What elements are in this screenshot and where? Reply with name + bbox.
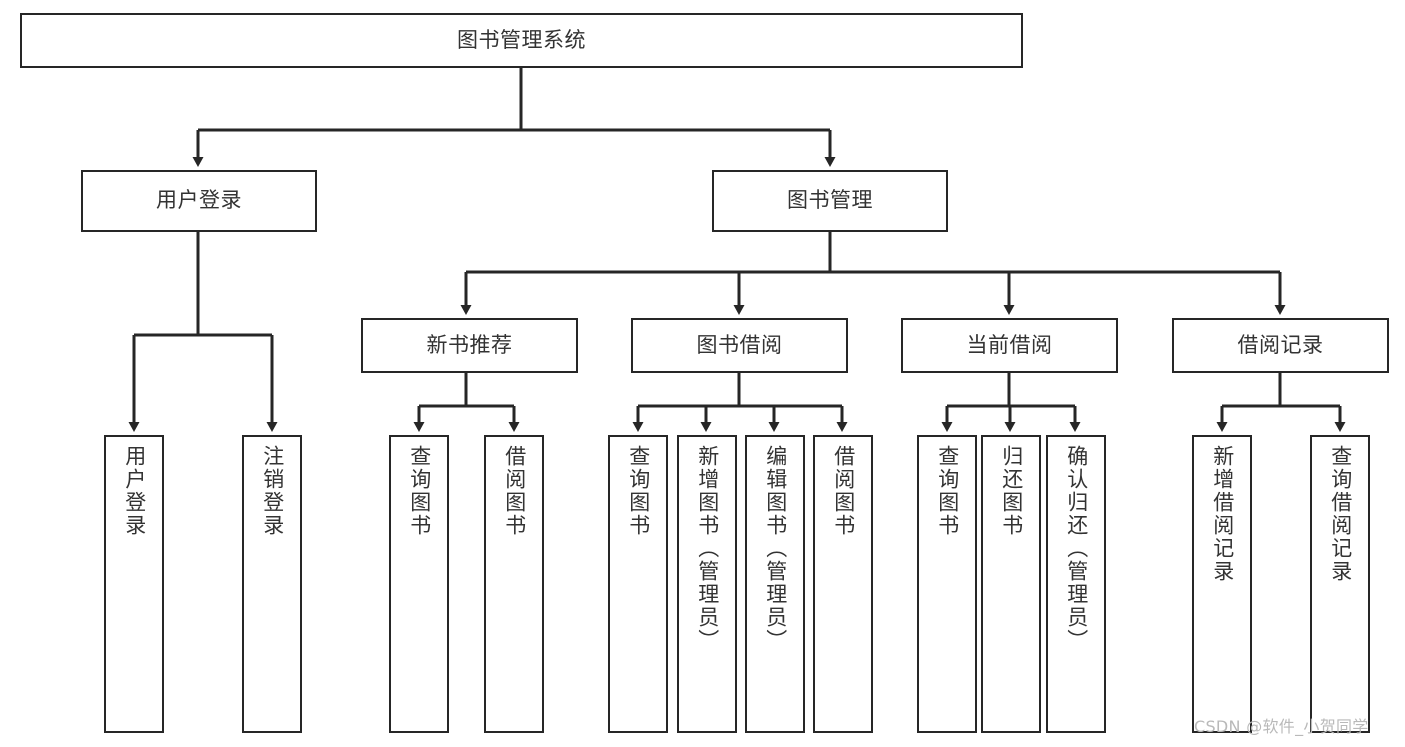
leaf-query-book-2[interactable]: 查询图书 [608,435,668,733]
node-new-book-recommend[interactable]: 新书推荐 [361,318,578,373]
leaf-add-borrow-record[interactable]: 新增借阅记录 [1192,435,1252,733]
leaf-logout-login[interactable]: 注销登录 [242,435,302,733]
leaf-borrow-book-1[interactable]: 借阅图书 [484,435,544,733]
node-label: 当前借阅 [966,332,1053,357]
node-user-login[interactable]: 用户登录 [81,170,317,232]
node-label: 借阅图书 [831,445,856,537]
node-label: 借阅图书 [502,445,527,537]
leaf-user-login[interactable]: 用户登录 [104,435,164,733]
node-book-manage[interactable]: 图书管理 [712,170,948,232]
leaf-edit-book-admin[interactable]: 编辑图书（管理员） [745,435,805,733]
node-label: 图书管理 [787,188,873,213]
csdn-watermark: CSDN @软件_小贺同学 [1194,717,1369,736]
node-label: 查询借阅记录 [1328,445,1353,583]
node-label: 查询图书 [626,445,651,537]
node-label: 确认归还（管理员） [1064,445,1089,652]
node-label: 新书推荐 [426,332,513,357]
node-label: 新增图书（管理员） [695,445,720,652]
leaf-confirm-return-admin[interactable]: 确认归还（管理员） [1046,435,1106,733]
node-label: 用户登录 [122,445,147,537]
node-book-borrow[interactable]: 图书借阅 [631,318,848,373]
node-root-system[interactable]: 图书管理系统 [20,13,1023,68]
leaf-query-book-3[interactable]: 查询图书 [917,435,977,733]
node-label: 查询图书 [407,445,432,537]
node-borrow-record[interactable]: 借阅记录 [1172,318,1389,373]
node-current-borrow[interactable]: 当前借阅 [901,318,1118,373]
node-label: 新增借阅记录 [1210,445,1235,583]
node-label: 图书借阅 [696,332,783,357]
node-label: 图书管理系统 [457,27,586,52]
node-label: 用户登录 [156,188,242,213]
leaf-query-book-1[interactable]: 查询图书 [389,435,449,733]
leaf-return-book[interactable]: 归还图书 [981,435,1041,733]
leaf-add-book-admin[interactable]: 新增图书（管理员） [677,435,737,733]
node-label: 借阅记录 [1237,332,1324,357]
node-label: 编辑图书（管理员） [763,445,788,652]
node-label: 归还图书 [999,445,1024,537]
node-label: 注销登录 [260,445,285,537]
leaf-query-borrow-record[interactable]: 查询借阅记录 [1310,435,1370,733]
leaf-borrow-book-2[interactable]: 借阅图书 [813,435,873,733]
node-label: 查询图书 [935,445,960,537]
